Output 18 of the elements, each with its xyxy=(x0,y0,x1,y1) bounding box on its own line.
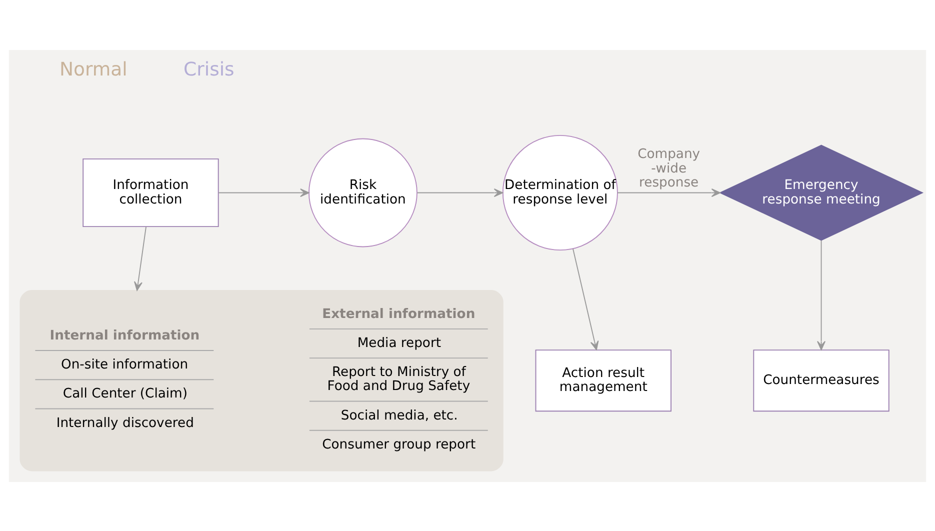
label: Normal xyxy=(59,58,128,80)
node-box: Information collection xyxy=(82,158,219,227)
node-diamond: Emergency response meeting xyxy=(719,144,924,240)
edge-label: Company -wide response xyxy=(638,146,700,190)
arrow xyxy=(416,188,504,197)
arrow xyxy=(134,226,146,290)
node-box: Action result management xyxy=(535,349,672,412)
arrow xyxy=(617,188,721,197)
arrow xyxy=(817,239,826,350)
arrow xyxy=(218,188,310,197)
node-circle: Risk identification xyxy=(308,138,418,247)
node-text: Internal information On-site information Call Center (Claim) Internally discovered xyxy=(50,328,200,430)
cluster xyxy=(20,289,504,471)
node-text: External information Media report Report to Ministry of Food and Drug Safety Social media, etc. Consumer group report xyxy=(322,306,476,452)
node-box: Countermeasures xyxy=(753,349,890,412)
arrow xyxy=(572,248,599,350)
label: Crisis xyxy=(184,58,234,80)
node-circle: Determination of response level xyxy=(502,134,618,250)
